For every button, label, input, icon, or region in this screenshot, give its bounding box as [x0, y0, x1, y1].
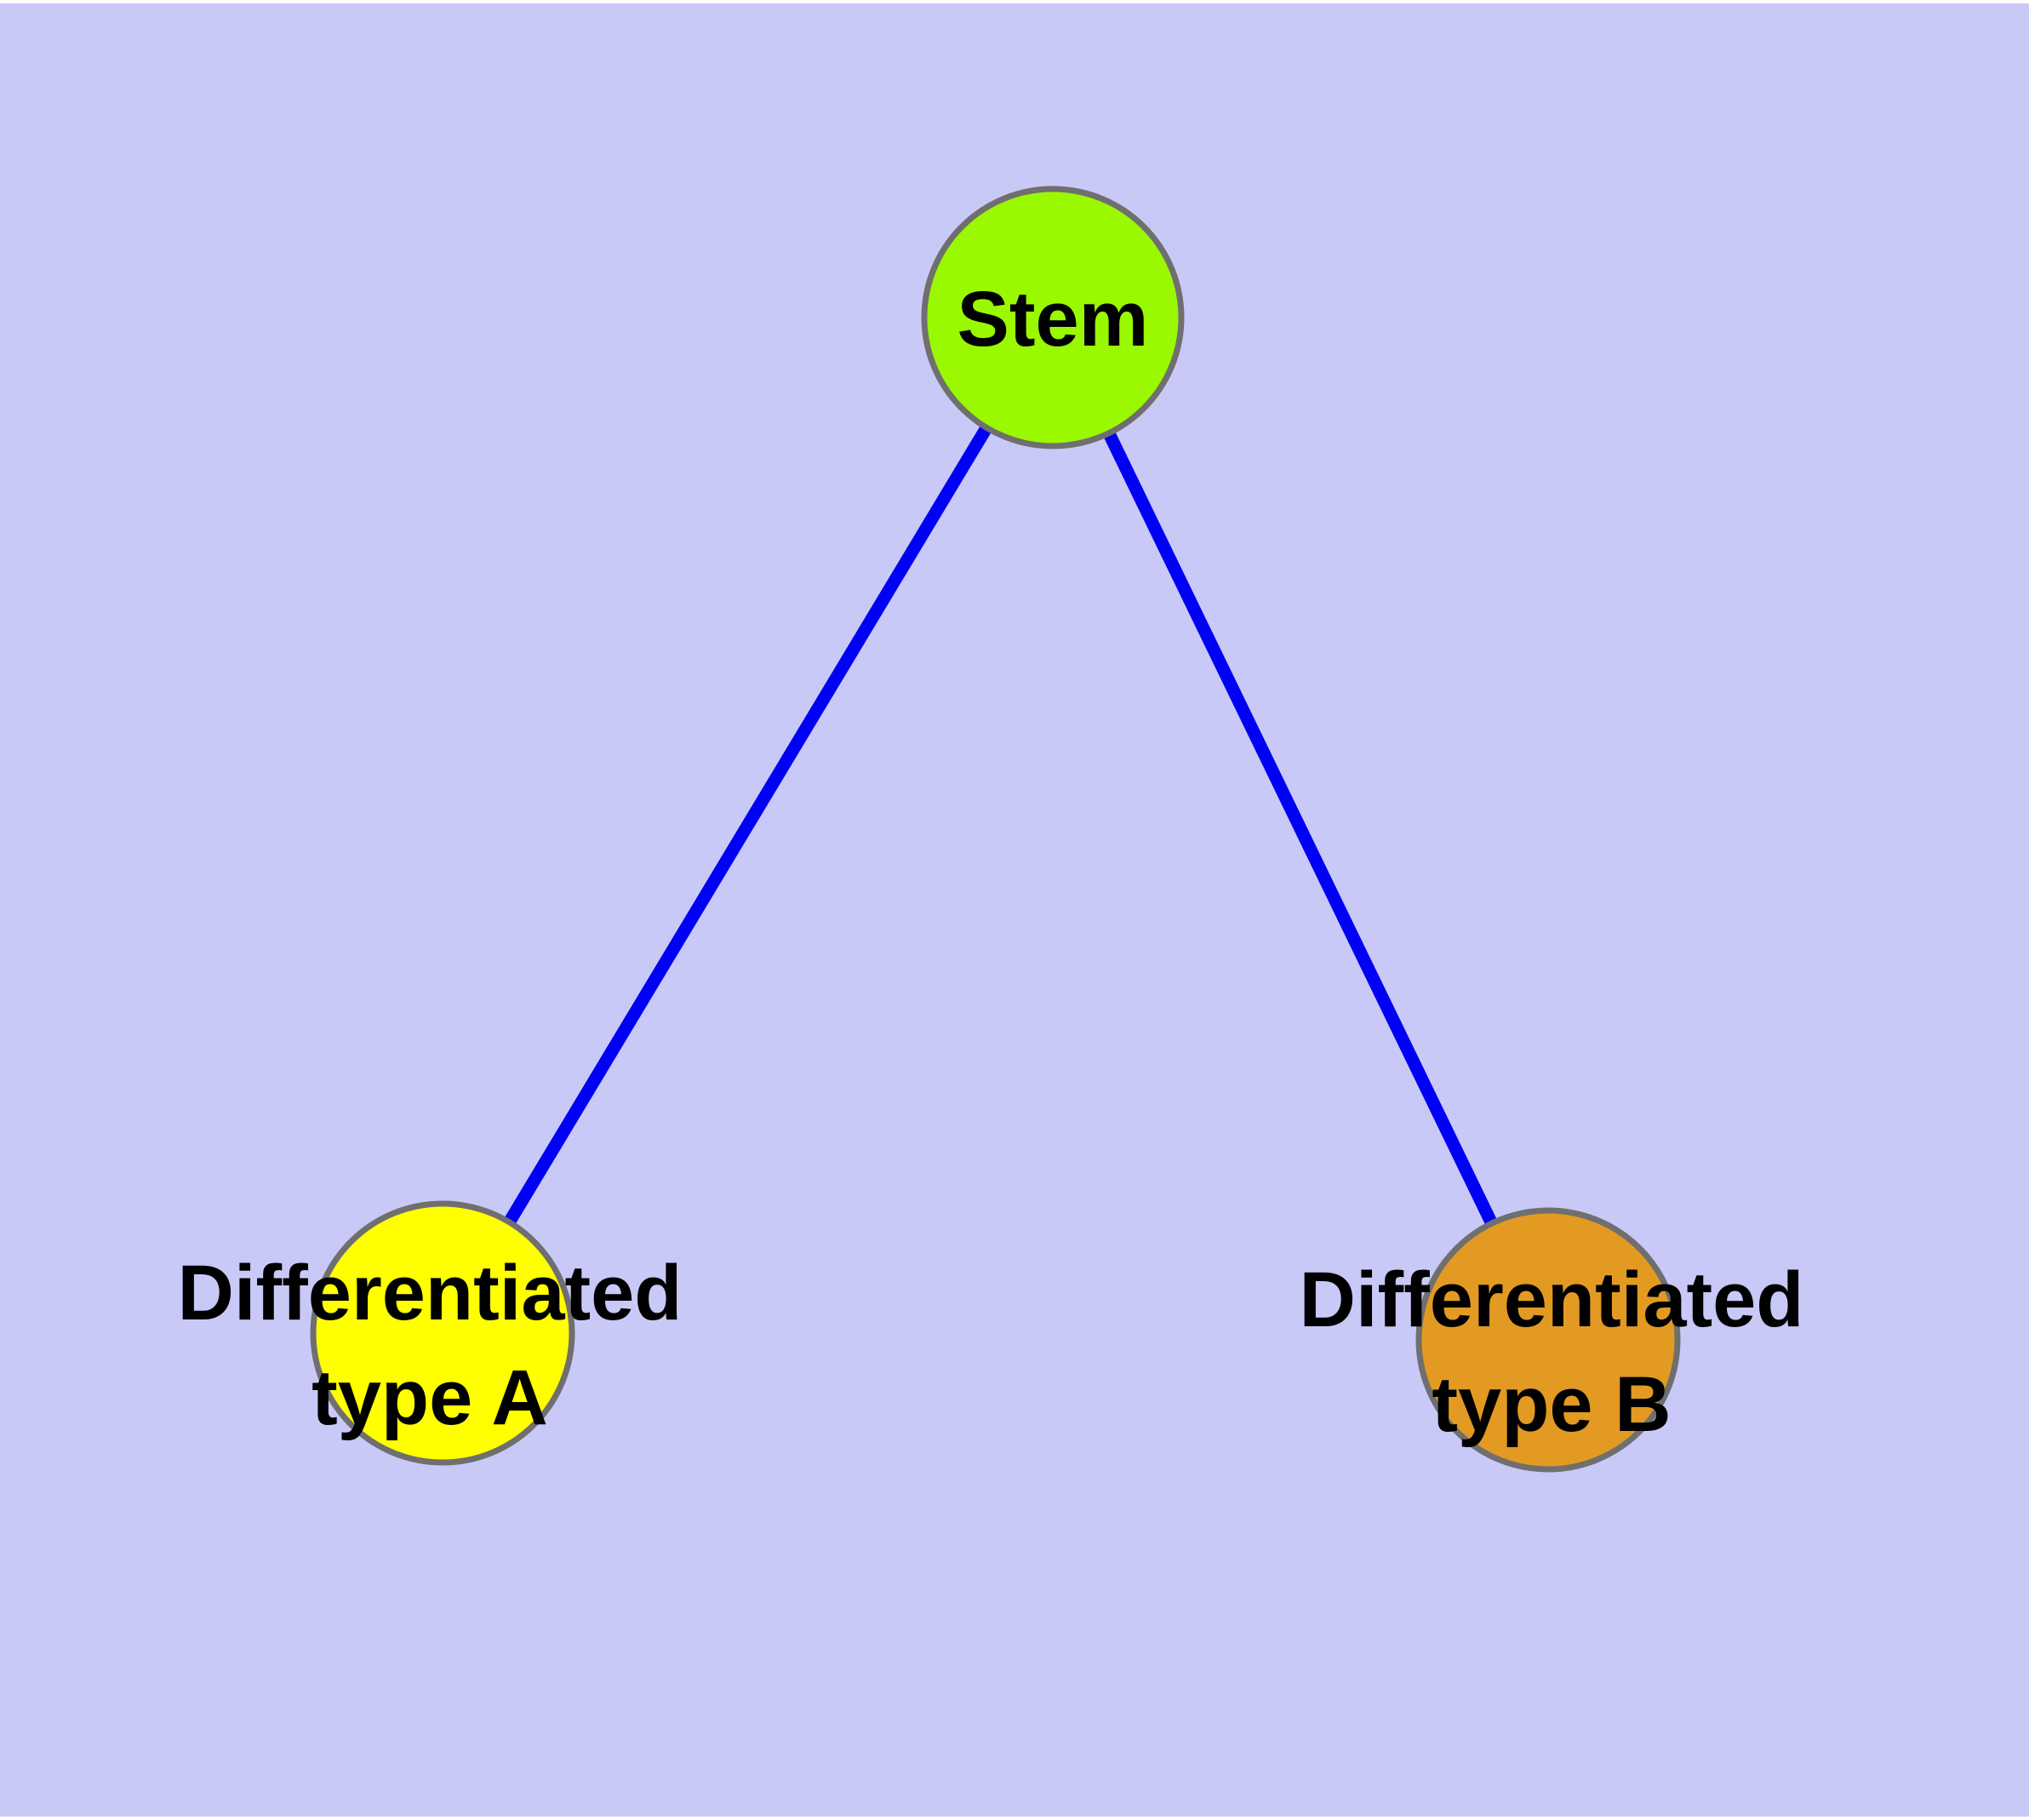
node-differentiated-type-b	[1415, 1207, 1681, 1473]
node-differentiated-type-a	[310, 1200, 575, 1466]
node-stem	[921, 186, 1185, 449]
node-type-a-label-line-1: Differentiated	[178, 1250, 683, 1336]
node-type-b-label-line-1: Differentiated	[1300, 1256, 1804, 1343]
node-type-b-label-line-2: type B	[1432, 1361, 1671, 1448]
edge-stem-to-type-a	[437, 314, 1059, 1336]
edge-stem-to-type-b	[1047, 314, 1554, 1343]
node-type-a-label-line-2: type A	[311, 1354, 548, 1441]
node-stem-label: Stem	[957, 276, 1149, 363]
